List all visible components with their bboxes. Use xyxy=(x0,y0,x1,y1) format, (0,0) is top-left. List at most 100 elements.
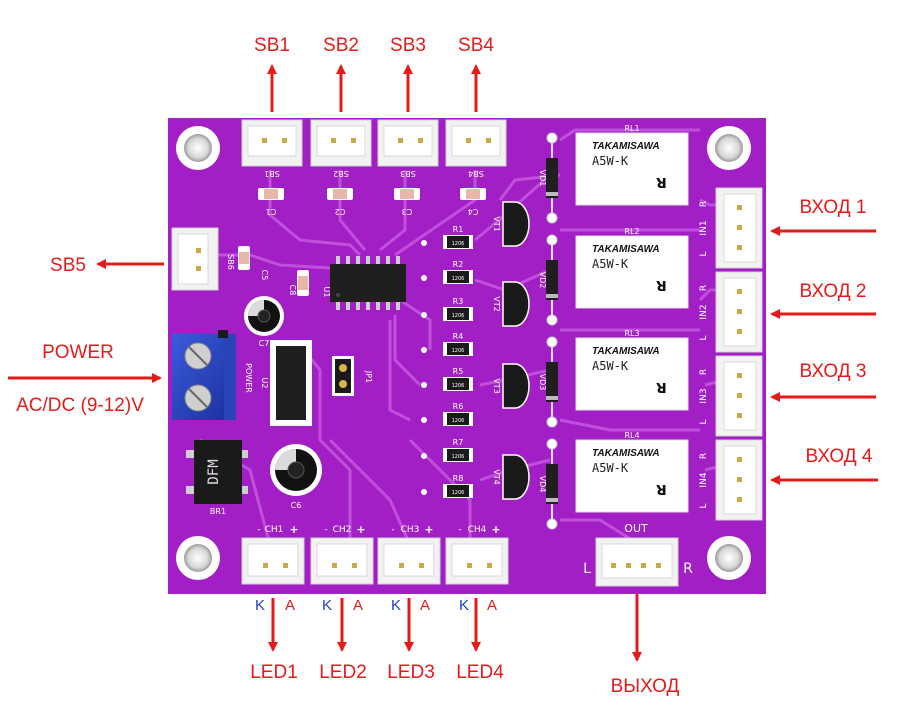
resistor-code: 1206 xyxy=(452,490,465,496)
silk-r: R xyxy=(699,285,709,291)
silk-minus: - xyxy=(257,525,260,535)
silk-c3: C3 xyxy=(402,207,413,216)
resistor-r3: 1206 R3 xyxy=(421,297,473,321)
resistor-code: 1206 xyxy=(452,276,465,282)
label-sb4: SB4 xyxy=(458,35,494,56)
connector-out: OUT L R xyxy=(583,522,693,587)
connector-sb6: SB6 xyxy=(171,227,235,291)
silk-l: L xyxy=(699,503,709,508)
silk-jp1: JP1 xyxy=(364,370,373,383)
relay-brand: TAKAMISAWA xyxy=(592,244,660,255)
silk-vt1: VT1 xyxy=(492,216,501,231)
silk-sb2: SB2 xyxy=(333,169,349,178)
silk-l: L xyxy=(699,419,709,424)
connector-in3: R IN3 L xyxy=(699,355,763,437)
silk-vd3: VD3 xyxy=(538,374,547,391)
silk-r3: R3 xyxy=(453,297,464,306)
capacitor-c7: C7 xyxy=(244,296,284,348)
relay-model: A5W-K xyxy=(592,257,629,271)
relay-rl1: RL1 TAKAMISAWA A5W-K ꓤ xyxy=(575,124,689,206)
label-k: K xyxy=(322,597,332,614)
bridge-br1: DFM BR1 xyxy=(186,440,248,516)
transistor-vt1: VT1 xyxy=(492,201,530,247)
ul-mark-icon: ꓤ xyxy=(656,483,667,499)
label-in3: ВХОД 3 xyxy=(800,361,867,382)
label-in4: ВХОД 4 xyxy=(806,446,873,467)
capacitor-c1: C1 xyxy=(258,188,284,216)
silk-l: L xyxy=(699,335,709,340)
silk-minus: - xyxy=(324,525,327,535)
silk-sb1: SB1 xyxy=(264,169,280,178)
resistor-r5: 1206 R5 xyxy=(421,367,473,391)
silk-ch2: CH2 xyxy=(333,525,352,535)
resistor-code: 1206 xyxy=(452,454,465,460)
silk-c1: C1 xyxy=(266,207,277,216)
label-sb1: SB1 xyxy=(254,35,290,56)
silk-sb3: SB3 xyxy=(400,169,416,178)
silk-r6: R6 xyxy=(453,402,464,411)
label-a: A xyxy=(487,597,497,614)
label-acdc: AC/DC (9-12)V xyxy=(16,395,144,416)
resistor-r6: 1206 R6 xyxy=(421,402,473,426)
silk-r: R xyxy=(699,369,709,375)
transistor-vt3: VT3 xyxy=(492,363,530,409)
silk-rl2: RL2 xyxy=(624,227,639,236)
silk-ch1: CH1 xyxy=(265,525,284,535)
relay-model: A5W-K xyxy=(592,461,629,475)
capacitor-c6: C6 xyxy=(270,444,322,510)
relay-model: A5W-K xyxy=(592,359,629,373)
silk-vd2: VD2 xyxy=(538,272,547,289)
silk-u2: U2 xyxy=(260,378,269,389)
silk-c8: C8 xyxy=(288,285,297,296)
label-power: POWER xyxy=(42,342,114,363)
silk-dfm: DFM xyxy=(206,459,222,484)
label-a: A xyxy=(420,597,430,614)
relay-brand: TAKAMISAWA xyxy=(592,448,660,459)
resistor-r7: 1206 R7 xyxy=(421,438,473,462)
resistor-code: 1206 xyxy=(452,241,465,247)
capacitor-c3: C3 xyxy=(394,188,420,216)
jumper-jp1: JP1 xyxy=(332,356,373,396)
label-in2: ВХОД 2 xyxy=(800,281,867,302)
diode-vd1: VD1 xyxy=(538,132,558,224)
silk-minus: - xyxy=(391,525,394,535)
silk-ch4: CH4 xyxy=(468,525,487,535)
silk-power: POWER xyxy=(244,363,253,393)
silk-plus: + xyxy=(356,523,365,536)
capacitor-c2: C2 xyxy=(327,188,353,216)
silk-in1: IN1 xyxy=(699,220,709,235)
silk-r1: R1 xyxy=(453,225,464,234)
resistor-r4: 1206 R4 xyxy=(421,332,473,356)
silk-r: R xyxy=(699,201,709,207)
terminal-block-power: POWER xyxy=(172,330,253,420)
label-k: K xyxy=(391,597,401,614)
silk-ch3: CH3 xyxy=(401,525,420,535)
connector-in4: R IN4 L xyxy=(699,439,763,521)
resistor-r1: 1206 R1 xyxy=(421,225,473,249)
capacitor-c8: C8 xyxy=(288,270,309,296)
resistor-code: 1206 xyxy=(452,348,465,354)
silk-rl4: RL4 xyxy=(624,431,639,440)
silk-r8: R8 xyxy=(453,474,464,483)
silk-in4: IN4 xyxy=(699,472,709,487)
connector-in1: R IN1 L xyxy=(699,187,763,269)
resistor-r8: 1206 R8 xyxy=(421,474,473,498)
silk-c2: C2 xyxy=(335,207,346,216)
silk-in2: IN2 xyxy=(699,304,709,319)
silk-minus: - xyxy=(458,525,461,535)
silk-vt3: VT3 xyxy=(492,378,501,393)
transistor-vt2: VT2 xyxy=(492,281,530,327)
mounting-hole-pad xyxy=(184,134,212,162)
transistor-vt4: VT4 xyxy=(492,454,530,500)
label-k: K xyxy=(255,597,265,614)
diode-vd3: VD3 xyxy=(538,336,558,428)
relay-rl2: RL2 TAKAMISAWA A5W-K ꓤ xyxy=(575,227,689,309)
silk-plus: + xyxy=(424,523,433,536)
connector-sb2: SB2 xyxy=(310,119,372,178)
silk-sb4: SB4 xyxy=(468,169,484,178)
relay-brand: TAKAMISAWA xyxy=(592,141,660,152)
silk-sb6: SB6 xyxy=(226,254,235,270)
silk-plus: + xyxy=(289,523,298,536)
resistor-code: 1206 xyxy=(452,418,465,424)
